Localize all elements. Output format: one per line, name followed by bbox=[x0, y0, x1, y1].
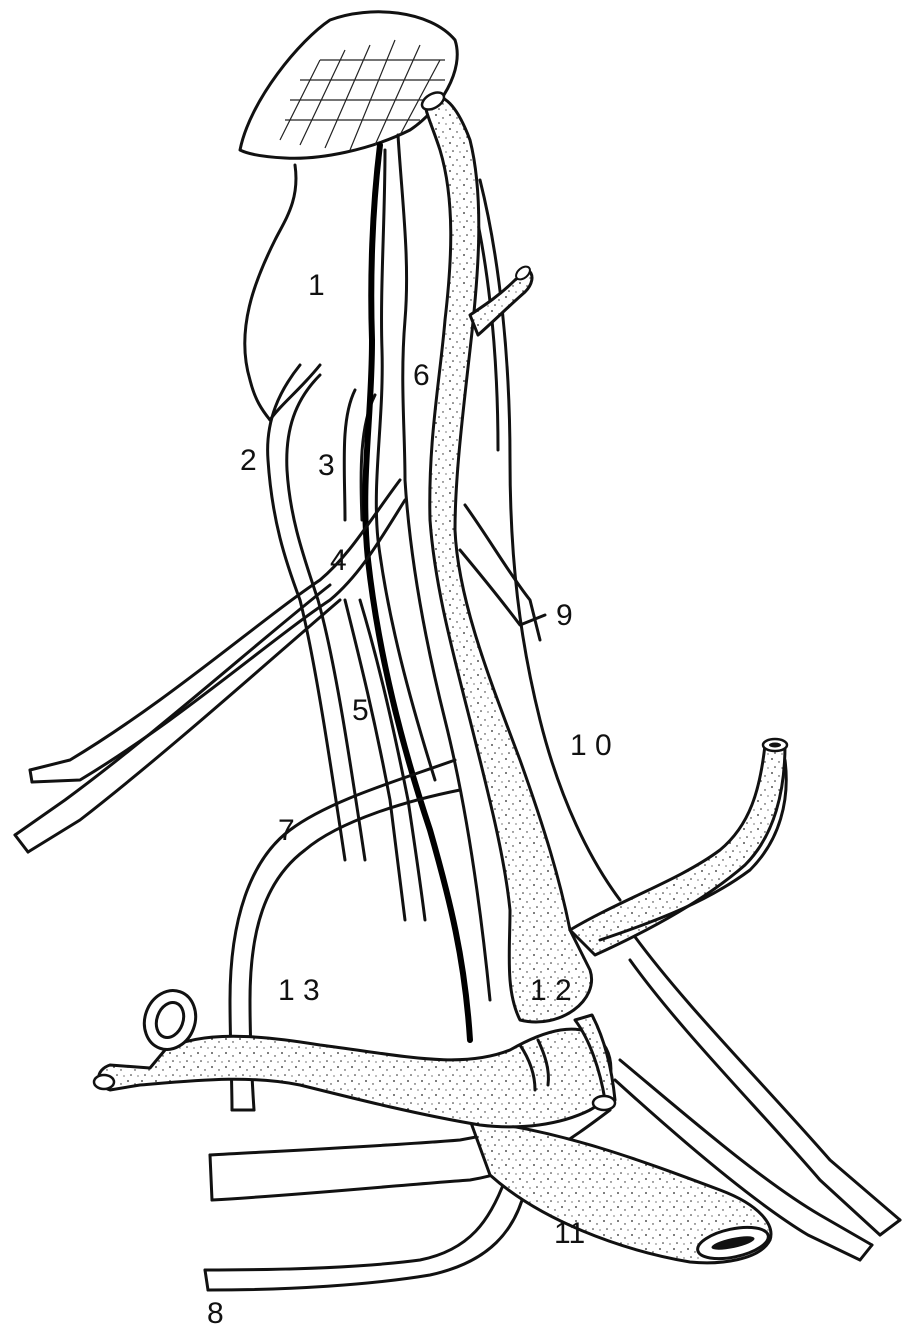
label-9: 9 bbox=[556, 599, 573, 632]
vessel-11 bbox=[470, 1120, 771, 1264]
label-1: 1 bbox=[308, 269, 325, 302]
nerve-9 bbox=[460, 505, 545, 640]
label-4: 4 bbox=[330, 544, 347, 577]
nerve-2 bbox=[268, 365, 365, 860]
label-6: 6 bbox=[413, 359, 430, 392]
label-2: 2 bbox=[240, 444, 257, 477]
label-10: 1 0 bbox=[570, 729, 612, 762]
label-12: 1 2 bbox=[530, 974, 572, 1007]
nerve-4-branch bbox=[15, 480, 405, 852]
label-11: 11 bbox=[554, 1217, 585, 1250]
tissue-mass bbox=[240, 12, 457, 158]
label-13: 1 3 bbox=[278, 974, 320, 1007]
label-3: 3 bbox=[318, 449, 335, 482]
vessel-upper-right-branch bbox=[570, 739, 787, 955]
label-7: 7 bbox=[278, 814, 295, 847]
label-5: 5 bbox=[352, 694, 369, 727]
label-8: 8 bbox=[207, 1297, 224, 1325]
nerve-5 bbox=[345, 600, 425, 920]
